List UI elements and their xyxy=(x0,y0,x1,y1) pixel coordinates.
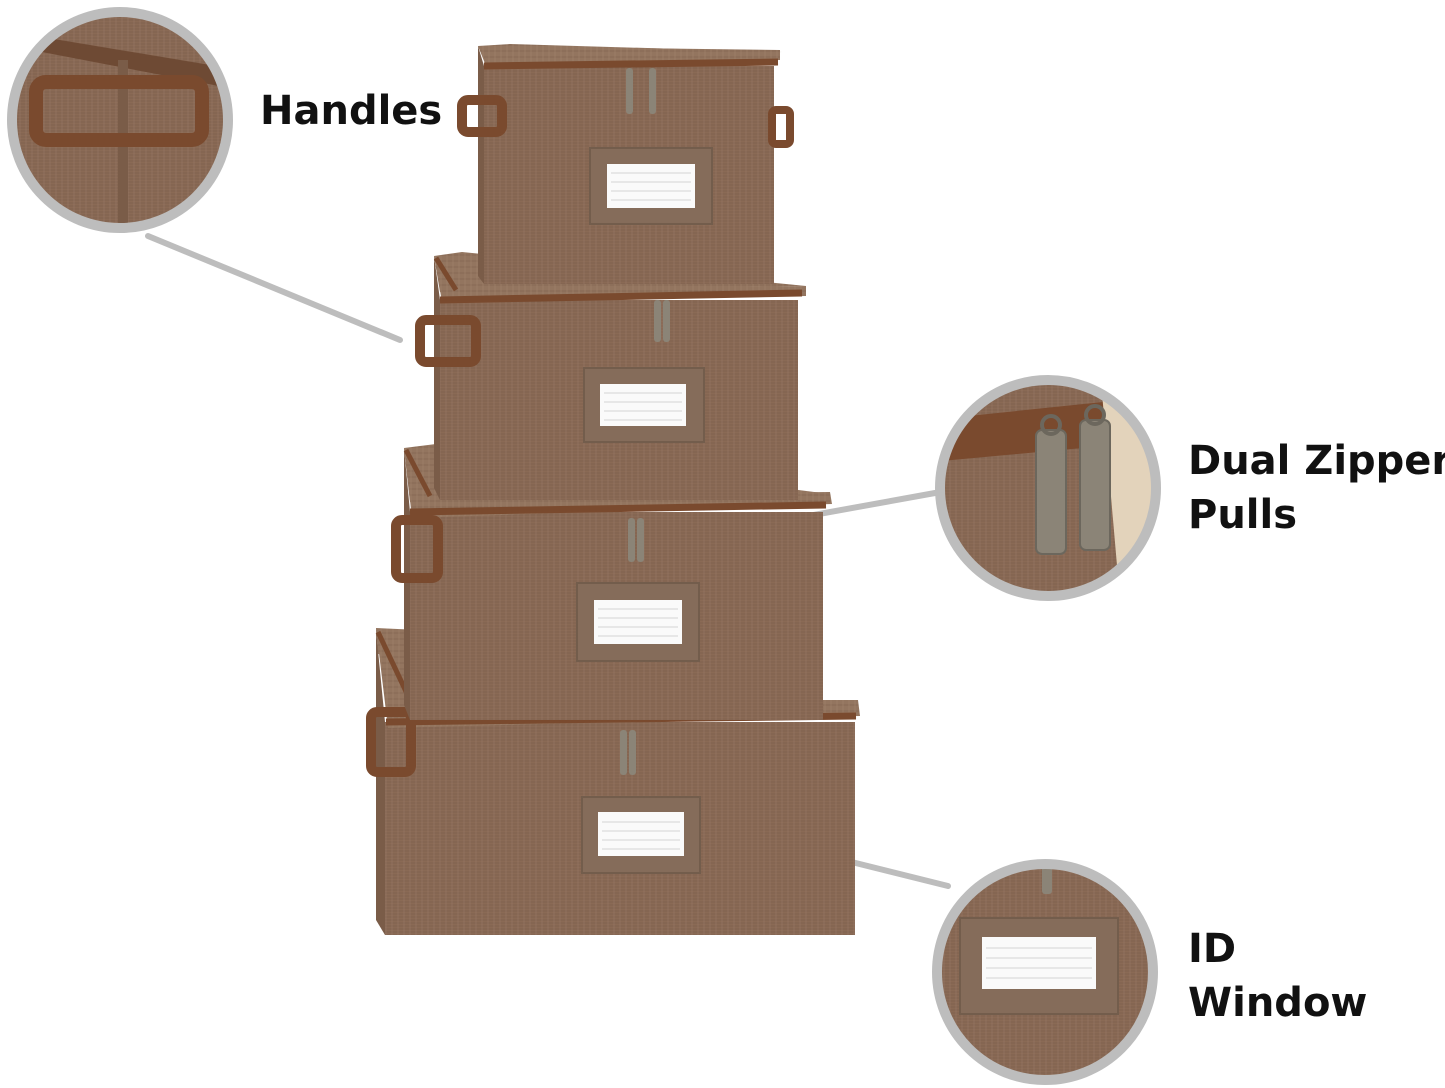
handles-connector-line xyxy=(145,233,403,343)
handle-icon xyxy=(457,95,507,137)
handle-icon xyxy=(29,75,209,147)
zipper-zoom-circle xyxy=(935,375,1161,601)
dual-zipper-pulls-label: Dual Zipper Pulls xyxy=(1188,434,1445,542)
id-window-label: ID Window xyxy=(1188,922,1367,1030)
storage-box-medium-large xyxy=(391,444,832,720)
id-window xyxy=(581,796,701,874)
handle-icon xyxy=(768,106,794,148)
id-window xyxy=(583,367,705,443)
id-window xyxy=(589,147,713,225)
id-window xyxy=(959,917,1119,1015)
zipper-pull-icon xyxy=(1035,404,1111,555)
zipper-label-line-2: Pulls xyxy=(1188,492,1298,538)
handle-icon xyxy=(391,515,443,583)
zipper-label-line-1: Dual Zipper xyxy=(1188,438,1445,484)
zipper-pull-icon xyxy=(626,68,656,114)
handles-label: Handles xyxy=(260,84,442,138)
zipper-pull-icon xyxy=(620,730,636,775)
id-window-label-line-1: ID xyxy=(1188,926,1237,972)
handle-icon xyxy=(415,315,481,367)
id-window-label-line-2: Window xyxy=(1188,980,1368,1026)
zipper-pull-icon xyxy=(628,518,644,562)
zipper-pull-icon xyxy=(654,300,670,342)
handles-label-line-1: Handles xyxy=(260,88,443,134)
storage-box-small xyxy=(457,44,794,284)
handles-zoom-circle xyxy=(7,7,233,233)
storage-box-medium xyxy=(415,252,806,500)
id-window xyxy=(576,582,700,662)
id-window-zoom-circle xyxy=(932,859,1158,1085)
handle-icon xyxy=(366,707,416,777)
